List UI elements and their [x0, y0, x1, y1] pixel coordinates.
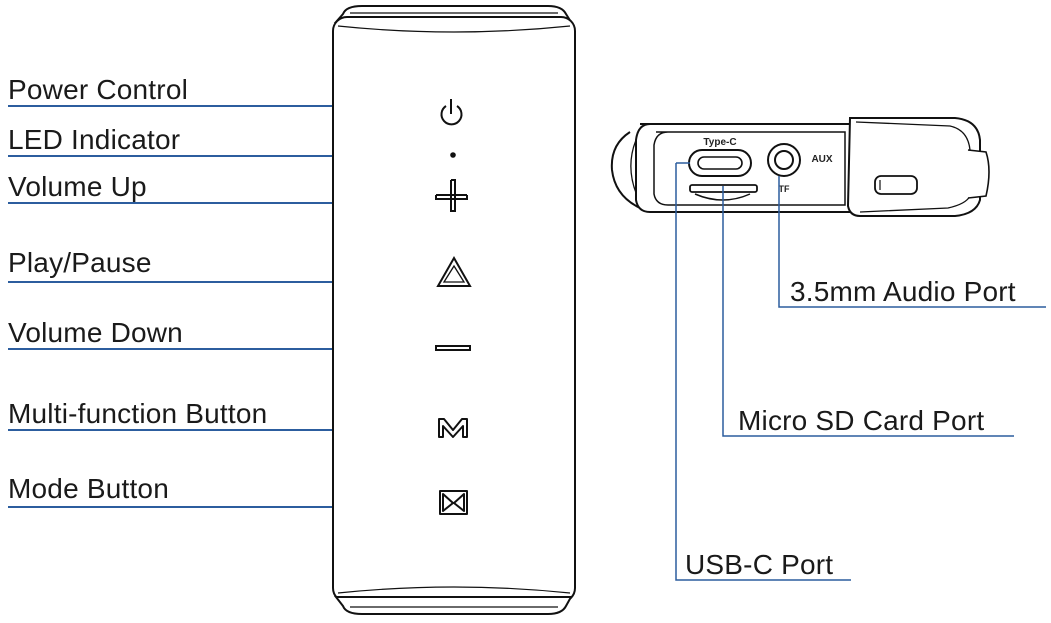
callout-volume-up: Volume Up	[8, 171, 147, 202]
leader-usb-c-port	[675, 162, 851, 581]
m-icon	[438, 418, 468, 438]
tf-port-label: TF	[779, 184, 790, 194]
callout-mode-button: Mode Button	[8, 473, 169, 504]
callout-power-control: Power Control	[8, 74, 189, 105]
leader-volume-down	[8, 348, 434, 350]
minus-icon	[435, 345, 471, 351]
leader-led-indicator	[8, 155, 440, 157]
aux-port-label: AUX	[811, 154, 832, 165]
callout-multi-function-button: Multi-function Button	[8, 398, 268, 429]
plus-icon	[435, 179, 468, 212]
callout-led-indicator: LED Indicator	[8, 124, 181, 155]
led-dot-icon	[450, 152, 456, 158]
leader-play-pause	[8, 281, 436, 283]
bowtie-icon	[439, 490, 468, 515]
speaker-side-view	[610, 117, 990, 217]
callout-micro-sd-port: Micro SD Card Port	[738, 405, 985, 436]
leader-mode-button	[8, 506, 438, 508]
aux-jack: AUX TF	[767, 143, 833, 194]
triangle-icon	[436, 255, 472, 287]
type-c-port-label: Type-C	[703, 137, 736, 148]
speaker-front-view	[332, 5, 576, 615]
callout-audio-port: 3.5mm Audio Port	[790, 276, 1016, 307]
leader-volume-up	[8, 202, 433, 204]
power-icon	[440, 99, 463, 126]
callout-play-pause: Play/Pause	[8, 247, 152, 278]
leader-power-control	[8, 105, 433, 107]
leader-audio-port	[778, 176, 1046, 308]
callout-volume-down: Volume Down	[8, 317, 183, 348]
leader-micro-sd-port	[722, 186, 1014, 437]
leader-multi-function-button	[8, 429, 436, 431]
callout-usb-c-port: USB-C Port	[685, 549, 834, 580]
